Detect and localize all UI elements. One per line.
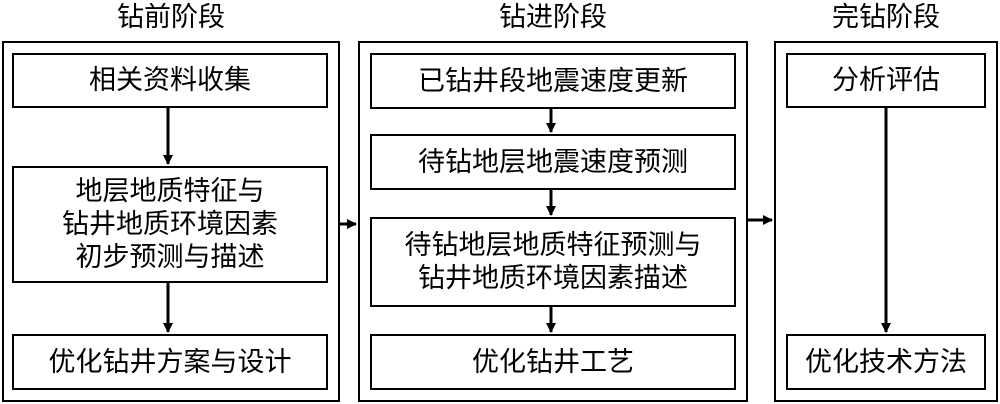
box-preliminary-prediction: 地层地质特征与 钻井地质环境因素 初步预测与描述 [12,166,328,283]
stage-title-pre-drilling: 钻前阶段 [117,2,225,33]
box-optimize-drilling-plan: 优化钻井方案与设计 [12,334,328,390]
box-velocity-prediction: 待钻地层地震速度预测 [370,134,736,190]
box-analysis-evaluation: 分析评估 [786,53,986,108]
box-line: 钻井地质环境因素 [62,209,278,240]
box-line: 优化技术方法 [805,346,967,378]
box-line: 钻井地质环境因素描述 [418,263,688,294]
box-velocity-update: 已钻井段地震速度更新 [370,53,736,109]
box-optimize-drilling-process: 优化钻井工艺 [370,334,736,390]
box-line: 相关资料收集 [89,65,251,96]
box-line: 优化钻井方案与设计 [48,346,292,378]
box-data-collection: 相关资料收集 [12,53,328,108]
box-line: 初步预测与描述 [75,242,265,273]
stage-title-drilling: 钻进阶段 [499,2,607,33]
box-line: 优化钻井工艺 [472,346,634,378]
box-optimize-technique: 优化技术方法 [786,334,986,390]
box-line: 已钻井段地震速度更新 [418,65,688,97]
stage-title-completion: 完钻阶段 [832,2,940,33]
box-geology-prediction: 待钻地层地质特征预测与 钻井地质环境因素描述 [370,217,736,307]
box-line: 地层地质特征与 [75,176,265,207]
box-line: 待钻地层地质特征预测与 [404,230,702,261]
box-line: 分析评估 [832,65,940,96]
box-line: 待钻地层地震速度预测 [418,146,688,178]
